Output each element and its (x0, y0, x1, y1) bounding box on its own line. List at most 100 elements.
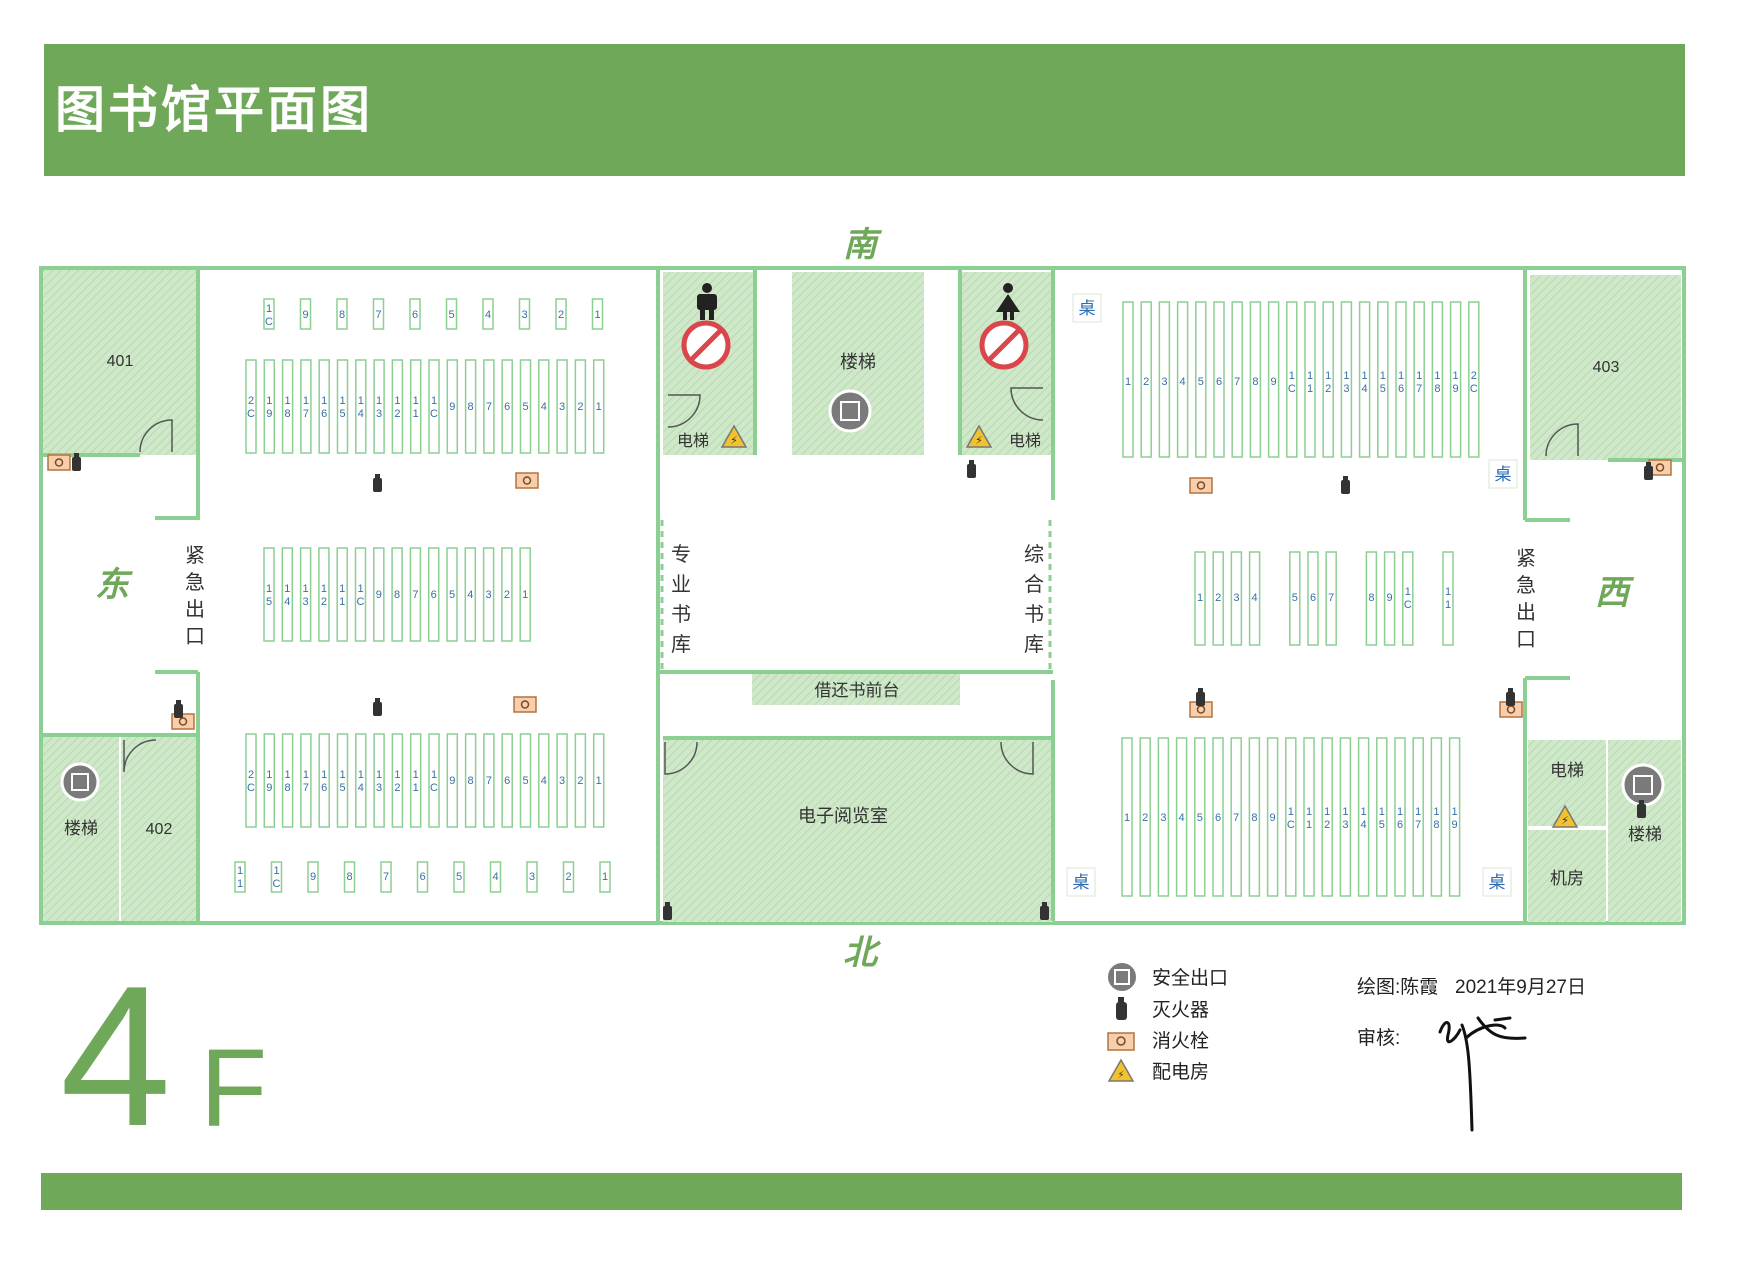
bookshelf (1383, 551, 1396, 646)
shelf-number: 1 (237, 865, 243, 877)
shelf-number: 9 (310, 871, 316, 883)
shelf-number: 9 (1270, 812, 1276, 824)
shelf-number: 6 (419, 871, 425, 883)
shelf-number: 5 (1380, 383, 1386, 395)
hydrant-icon (515, 472, 539, 489)
shelf-number: C (273, 878, 281, 890)
machine-room-label: 机房 (1550, 869, 1584, 888)
shelf-number: 5 (522, 401, 528, 413)
bookshelf (1175, 737, 1188, 897)
shelf-number: 9 (302, 309, 308, 321)
shelf-number: 1 (321, 769, 327, 781)
shelf-number: 9 (1271, 376, 1277, 388)
bookshelf (1176, 301, 1189, 458)
bookshelf (591, 298, 604, 330)
bookshelf (464, 359, 477, 454)
label-char: 急 (1516, 574, 1536, 597)
page-title: 图书馆平面图 (55, 81, 373, 139)
desk-se (1482, 867, 1512, 897)
drawn-by: 绘图:陈霞 (1357, 976, 1438, 998)
shelf-number: 1 (431, 769, 437, 781)
shelf-number: 9 (1453, 383, 1459, 395)
bookshelf (245, 359, 257, 454)
shelf-number: 1 (413, 408, 419, 420)
shelf-number: C (1288, 383, 1296, 395)
footer-bar (41, 1173, 1682, 1210)
desk-se-label: 桌 (1489, 873, 1506, 892)
shelf-number: 5 (1292, 592, 1298, 604)
bookshelf (501, 547, 513, 642)
direction-west: 西 (1595, 574, 1635, 612)
bookshelf (501, 733, 513, 828)
no-entry-icon (681, 320, 731, 370)
shelf-number: C (430, 408, 438, 420)
extinguisher-icon (1196, 688, 1205, 706)
shelf-number: 1 (596, 401, 602, 413)
shelf-number: 7 (303, 408, 309, 420)
bookshelf (307, 861, 319, 893)
shelf-number: 2 (321, 596, 327, 608)
bookshelf (336, 298, 348, 330)
women-toilet-icon (996, 283, 1020, 320)
bookshelf (354, 547, 367, 642)
shelf-number: 1 (358, 769, 364, 781)
bookshelf (1230, 737, 1242, 897)
shelf-number: 8 (1434, 383, 1440, 395)
shelf-number: 2 (504, 589, 510, 601)
label-char: 库 (671, 633, 691, 656)
hydrant-icon (47, 454, 71, 471)
shelf-number: 1 (1362, 370, 1368, 382)
bookshelf (300, 359, 312, 454)
shelf-number: 1 (266, 769, 272, 781)
draw-date: 2021年9月27日 (1455, 976, 1586, 998)
shelf-number: 5 (522, 775, 528, 787)
bookshelf (409, 359, 422, 454)
shelf-number: 1 (376, 769, 382, 781)
shelf-number: 1 (413, 769, 419, 781)
bookshelf (1139, 737, 1151, 897)
bookshelf (270, 861, 283, 893)
bookshelf (1212, 551, 1224, 646)
bookshelf (482, 547, 495, 642)
extinguisher-icon (1637, 800, 1646, 818)
room-401-label: 401 (107, 353, 134, 370)
shelf-number: 4 (1361, 819, 1367, 831)
bookshelf (445, 298, 458, 330)
desks: 桌 桌 桌 桌 (1066, 293, 1518, 897)
e-reading-room (663, 738, 1053, 922)
room-403-label: 403 (1593, 359, 1620, 376)
bookshelf (299, 547, 312, 642)
bookshelf (1248, 737, 1261, 897)
shelf-number: 1 (266, 395, 272, 407)
room-402 (121, 735, 198, 921)
shelf-number: 8 (285, 408, 291, 420)
bookshelf (1395, 301, 1407, 458)
bookshelf (1442, 551, 1454, 646)
shelf-number: 2 (577, 401, 583, 413)
bookshelf (599, 861, 611, 893)
shelf-number: 1 (1361, 806, 1367, 818)
bookshelf (263, 359, 276, 454)
legend-exit-label: 安全出口 (1152, 967, 1228, 989)
bookshelf (538, 359, 550, 454)
elevator-west-label: 电梯 (1550, 761, 1584, 780)
bookshelf (1321, 737, 1333, 897)
bookshelf (355, 359, 367, 454)
shelf-number: 1 (285, 395, 291, 407)
shelf-number: 9 (266, 782, 272, 794)
stack-partitions (660, 520, 1052, 670)
shelf-number: 1 (1398, 370, 1404, 382)
bookshelf (592, 359, 605, 454)
label-char: 出 (185, 598, 205, 621)
shelf-number: C (430, 782, 438, 794)
label-char: 口 (1516, 629, 1536, 651)
bookshelf (519, 733, 532, 828)
shelf-number: 1 (321, 395, 327, 407)
shelf-number: 1 (339, 395, 345, 407)
shelf-number: 1 (1405, 586, 1411, 598)
shelf-number: 4 (1252, 592, 1258, 604)
bookshelf (556, 733, 568, 828)
bookshelf (556, 359, 568, 454)
label-char: 急 (185, 571, 205, 594)
label-char: 专 (671, 543, 691, 566)
